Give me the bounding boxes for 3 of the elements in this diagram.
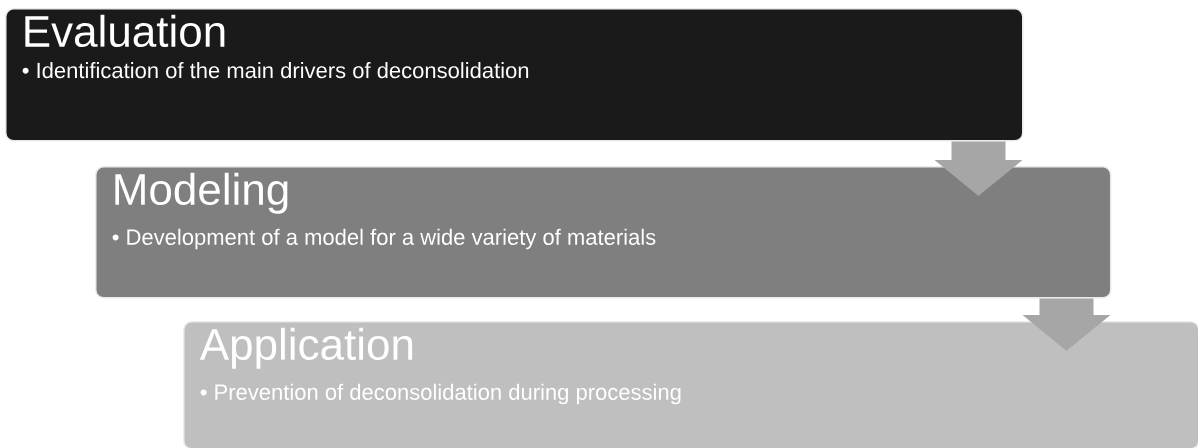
step-box: Evaluation • Identification of the main drivers of deconsolidation xyxy=(5,8,1024,142)
step-box: Application • Prevention of deconsolidation during processing xyxy=(183,321,1198,448)
step-box: Modeling • Development of a model for a wide variety of materials xyxy=(95,166,1112,299)
